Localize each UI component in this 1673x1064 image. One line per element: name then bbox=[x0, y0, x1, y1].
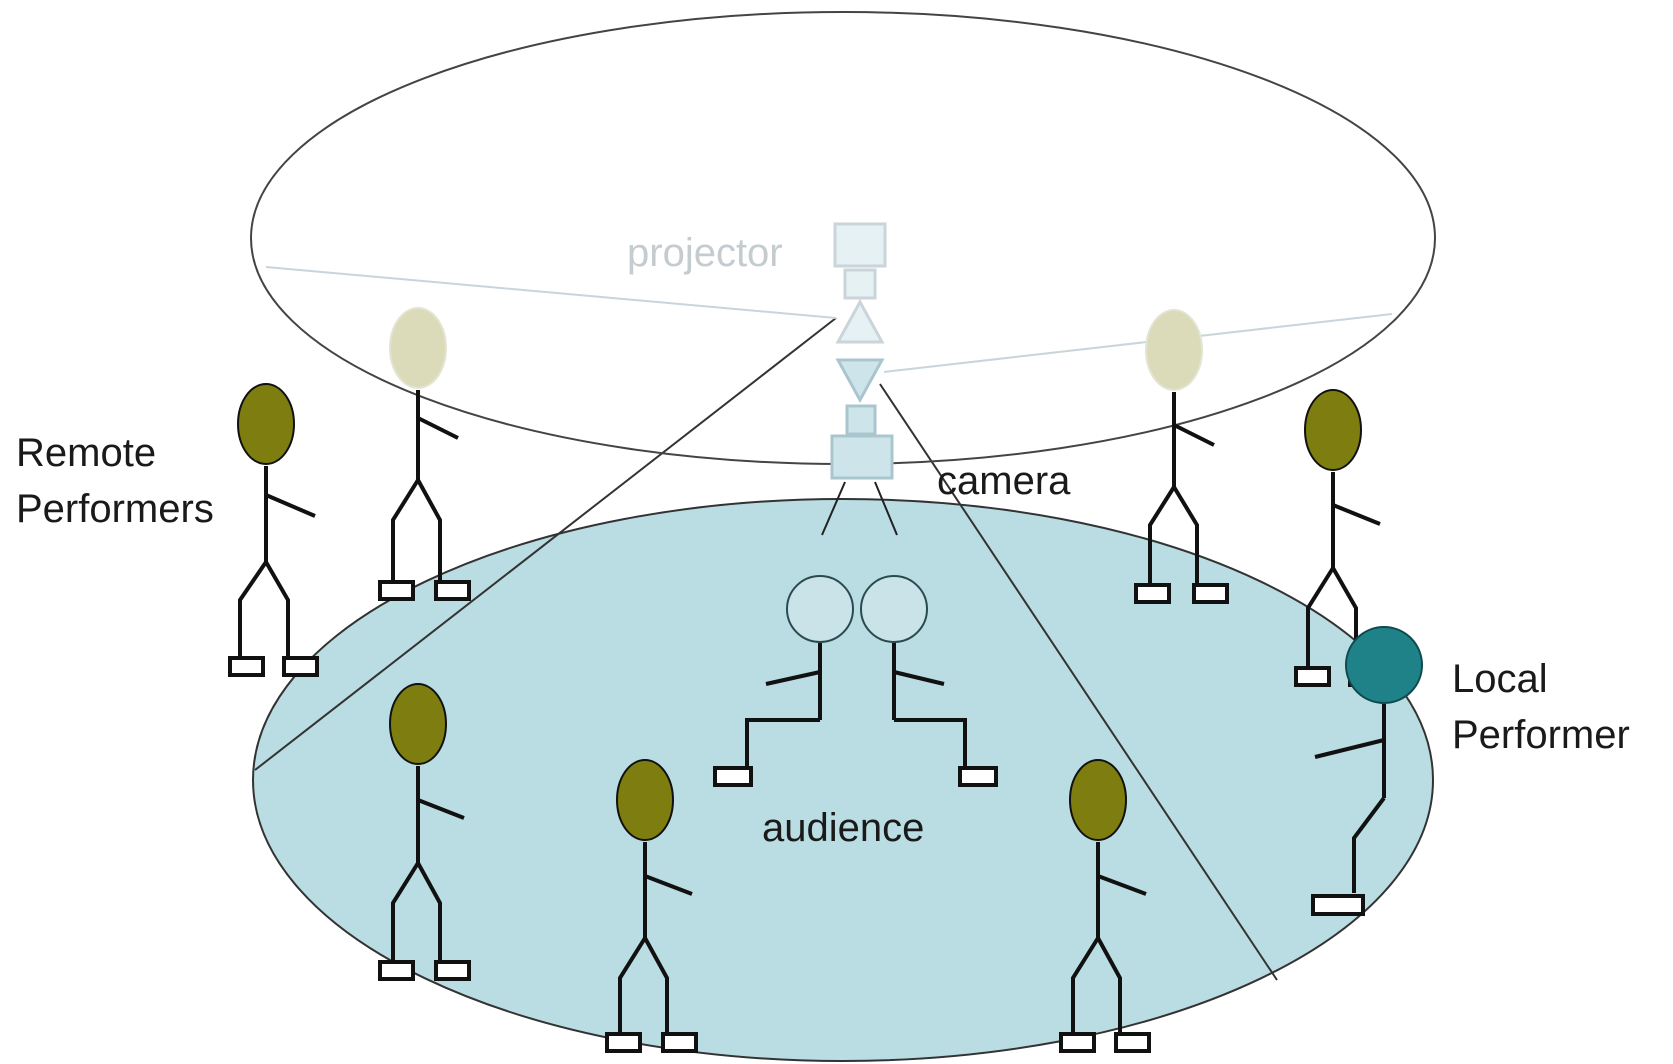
local-performer bbox=[1311, 626, 1423, 916]
head bbox=[786, 575, 854, 643]
remote-performer bbox=[1059, 759, 1151, 1053]
audience-member-left bbox=[713, 575, 854, 787]
remote-performers-label-line2: Performers bbox=[16, 487, 214, 531]
sight-line-left bbox=[254, 317, 837, 771]
head bbox=[1069, 759, 1127, 841]
projected-performer-left bbox=[378, 307, 471, 601]
head bbox=[860, 575, 928, 643]
remote-performers-label-line1: Remote bbox=[16, 431, 156, 475]
head bbox=[389, 307, 447, 389]
head bbox=[616, 759, 674, 841]
head bbox=[237, 383, 295, 465]
remote-performer bbox=[605, 759, 698, 1053]
projected-performer-right bbox=[1134, 309, 1229, 604]
local-performer-label-line1: Local bbox=[1452, 657, 1548, 701]
head bbox=[1345, 626, 1423, 704]
projector-icon bbox=[833, 222, 887, 344]
projector-label: projector bbox=[627, 231, 783, 275]
camera-label: camera bbox=[937, 459, 1071, 503]
audience-member-right bbox=[860, 575, 998, 787]
remote-performer bbox=[228, 383, 319, 677]
sight-line-right bbox=[879, 383, 1278, 981]
head bbox=[389, 683, 447, 765]
projection-ray-left bbox=[265, 266, 837, 319]
head bbox=[1304, 389, 1362, 471]
audience-label: audience bbox=[762, 806, 924, 850]
camera-icon bbox=[821, 358, 898, 536]
remote-performer bbox=[378, 683, 471, 981]
floor-ellipse bbox=[252, 498, 1434, 1062]
projection-ray-right bbox=[883, 313, 1393, 373]
head bbox=[1145, 309, 1203, 391]
local-performer-label-line2: Performer bbox=[1452, 713, 1630, 757]
